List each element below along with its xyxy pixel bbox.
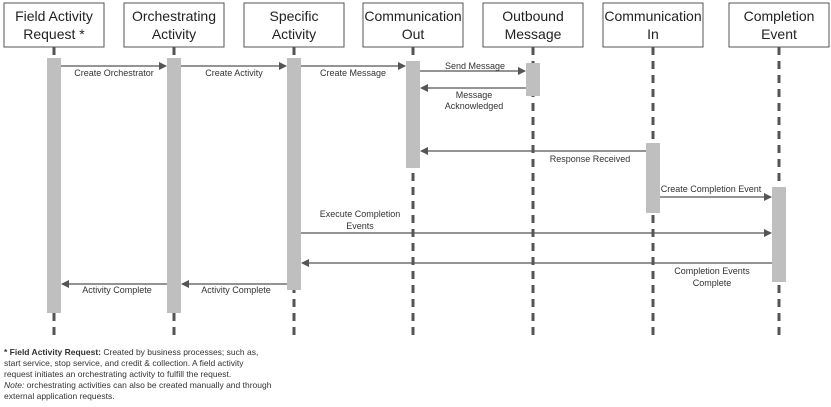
- message-label-activity-complete-orch: Activity Complete: [201, 285, 271, 295]
- activation-cout: [406, 61, 420, 168]
- participant-box-outm: [482, 2, 584, 48]
- activation-outm: [526, 63, 540, 96]
- participant-box-spec: [243, 2, 345, 48]
- message-label-create-message: Create Message: [320, 68, 386, 78]
- footnote-note-text: orchestrating activities can also be cre…: [4, 380, 272, 401]
- message-label-send-message: Send Message: [445, 61, 505, 71]
- footnote-note-label: Note:: [4, 380, 25, 390]
- activation-cin: [646, 143, 660, 213]
- footnote-text: Created by business processes; such as, …: [4, 347, 259, 379]
- message-label-create-orchestrator: Create Orchestrator: [74, 68, 154, 78]
- activation-spec: [287, 58, 301, 290]
- activation-comp: [772, 187, 786, 282]
- activation-orch: [167, 58, 181, 313]
- participant-box-cout: [362, 2, 464, 48]
- message-label-create-activity: Create Activity: [205, 68, 263, 78]
- message-label-response-received: Response Received: [550, 154, 631, 164]
- participant-box-far: [3, 2, 105, 48]
- footnote-bold: * Field Activity Request:: [4, 347, 101, 357]
- footnote: * Field Activity Request: Created by bus…: [4, 347, 274, 402]
- activation-far: [47, 58, 61, 313]
- participant-box-cin: [602, 2, 704, 48]
- participant-box-orch: [123, 2, 225, 48]
- message-label-create-completion-event: Create Completion Event: [661, 184, 762, 194]
- message-label-activity-complete-far: Activity Complete: [82, 285, 152, 295]
- participant-box-comp: [728, 2, 830, 48]
